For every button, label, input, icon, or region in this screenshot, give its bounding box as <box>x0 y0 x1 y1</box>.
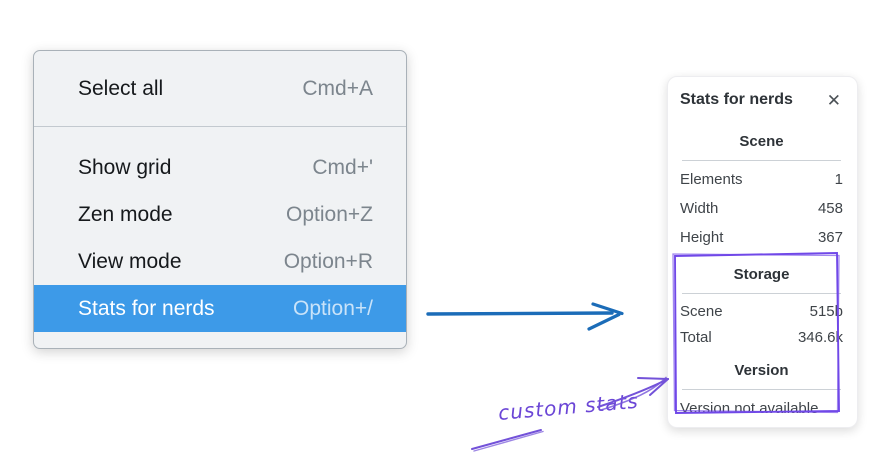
section-heading-storage: Storage <box>733 266 790 283</box>
menu-item-shortcut: Option+Z <box>286 202 373 226</box>
section-divider <box>682 389 841 390</box>
stats-panel: Stats for nerds ✕ Scene Elements 1 Width… <box>667 76 858 428</box>
menu-item-select-all[interactable]: Select all Cmd+A <box>34 65 406 113</box>
menu-item-view-mode[interactable]: View mode Option+R <box>34 238 406 285</box>
stat-row-storage-total: Total 346.6k <box>680 324 843 350</box>
context-menu: Select all Cmd+A Show grid Cmd+' Zen mod… <box>33 50 407 349</box>
menu-item-shortcut: Cmd+' <box>312 155 373 179</box>
stat-value: 1 <box>834 171 843 188</box>
menu-item-shortcut: Option+R <box>283 249 373 273</box>
stat-row-width: Width 458 <box>680 194 843 223</box>
stat-label: Width <box>680 200 719 217</box>
close-icon[interactable]: ✕ <box>826 90 841 110</box>
menu-item-show-grid[interactable]: Show grid Cmd+' <box>34 144 406 191</box>
section-heading-version: Version <box>734 362 789 379</box>
stats-panel-title: Stats for nerds <box>680 91 793 108</box>
stat-row-elements: Elements 1 <box>680 165 843 194</box>
menu-separator <box>34 126 406 127</box>
menu-group-bottom: Show grid Cmd+' Zen mode Option+Z View m… <box>34 127 406 332</box>
custom-stats-annotation: custom stats <box>497 388 640 425</box>
menu-item-label: Zen mode <box>78 202 173 226</box>
menu-item-zen-mode[interactable]: Zen mode Option+Z <box>34 191 406 238</box>
stat-value: 346.6k <box>797 328 843 346</box>
section-heading-scene: Scene <box>739 133 784 150</box>
stat-value: 458 <box>817 200 843 217</box>
stat-label: Elements <box>680 171 743 188</box>
section-divider <box>682 160 841 161</box>
menu-group-top: Select all Cmd+A <box>34 51 406 126</box>
stat-value: 515b <box>809 302 843 320</box>
stat-row-storage-scene: Scene 515b <box>680 298 843 324</box>
menu-item-label: Stats for nerds <box>78 296 215 320</box>
stats-panel-header: Stats for nerds ✕ <box>680 89 843 111</box>
annotation-line <box>471 429 544 452</box>
stat-label: Scene <box>680 302 723 320</box>
blue-arrow <box>426 302 624 331</box>
stat-row-height: Height 367 <box>680 223 843 252</box>
version-note: Version not available <box>680 399 819 417</box>
menu-item-shortcut: Cmd+A <box>302 77 373 100</box>
menu-item-stats-for-nerds[interactable]: Stats for nerds Option+/ <box>34 285 406 332</box>
stat-value: 367 <box>817 229 843 246</box>
menu-item-shortcut: Option+/ <box>293 296 373 320</box>
stat-label: Height <box>680 229 724 246</box>
section-divider <box>682 293 841 294</box>
menu-item-label: View mode <box>78 249 182 273</box>
menu-item-label: Select all <box>78 77 164 100</box>
menu-item-label: Show grid <box>78 155 172 179</box>
stat-label: Total <box>680 328 712 346</box>
